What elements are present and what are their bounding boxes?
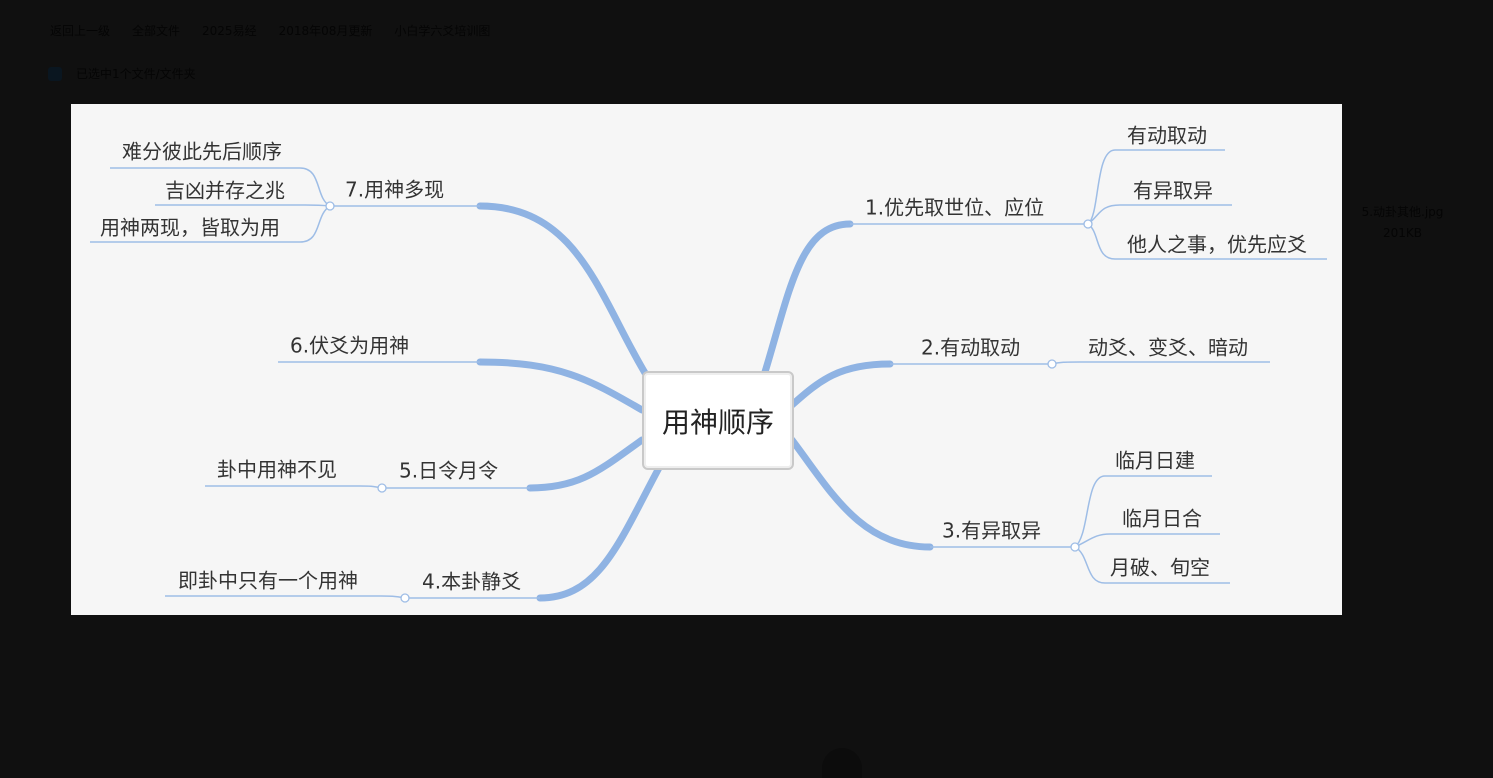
selection-bar: 已选中1个文件/文件夹 [48,65,196,82]
breadcrumb: 返回上一级 全部文件 2025易经 2018年08月更新 小白学六爻培训图 [50,22,490,39]
child-label[interactable]: 临月日合 [1122,507,1202,531]
selection-text: 已选中1个文件/文件夹 [76,67,196,81]
child-label[interactable]: 有动取动 [1127,124,1207,148]
breadcrumb-item[interactable]: 全部文件 [132,24,181,38]
child-label[interactable]: 吉凶并存之兆 [165,179,285,203]
breadcrumb-item[interactable]: 2025易经 [202,24,257,38]
branch-1-label[interactable]: 1.优先取世位、应位 [865,196,1044,220]
branch-connector [788,360,894,409]
child-label[interactable]: 动爻、变爻、暗动 [1088,336,1248,360]
central-topic[interactable]: 用神顺序 [642,371,794,470]
file-name: 5.动卦其他.jpg [1361,205,1444,219]
child-label[interactable]: 难分彼此先后顺序 [122,140,282,164]
child-label[interactable]: 有异取异 [1133,179,1213,203]
branch-4-label[interactable]: 4.本卦静爻 [422,570,521,594]
node-dots [325,201,1093,603]
select-checkbox[interactable] [48,66,62,81]
file-size: 201KB [1382,226,1422,240]
branch-2-label[interactable]: 2.有动取动 [921,336,1020,360]
branch-connector [526,436,646,492]
child-label[interactable]: 月破、旬空 [1110,556,1210,580]
branch-connector [536,462,664,602]
branch-5-label[interactable]: 5.日令月令 [399,459,498,483]
child-label[interactable]: 用神两现，皆取为用 [100,216,280,240]
branch-6-label[interactable]: 6.伏爻为用神 [290,334,409,358]
branch-connector [788,436,934,551]
child-label[interactable]: 他人之事，优先应爻 [1127,233,1307,257]
branch-3-label[interactable]: 3.有异取异 [942,519,1041,543]
branch-connector [476,202,652,382]
breadcrumb-item[interactable]: 小白学六爻培训图 [394,24,491,38]
child-label[interactable]: 卦中用神不见 [217,458,337,482]
breadcrumb-item[interactable]: 2018年08月更新 [278,24,373,38]
image-preview [71,104,1342,615]
child-label[interactable]: 临月日建 [1115,449,1195,473]
back-link[interactable]: 返回上一级 [50,24,111,38]
branch-connector [761,220,854,376]
side-file-thumbnail[interactable]: 5.动卦其他.jpg 201KB [1360,203,1445,240]
child-label[interactable]: 即卦中只有一个用神 [178,569,358,593]
branch-7-label[interactable]: 7.用神多现 [345,178,444,202]
branch-connector [476,358,646,414]
